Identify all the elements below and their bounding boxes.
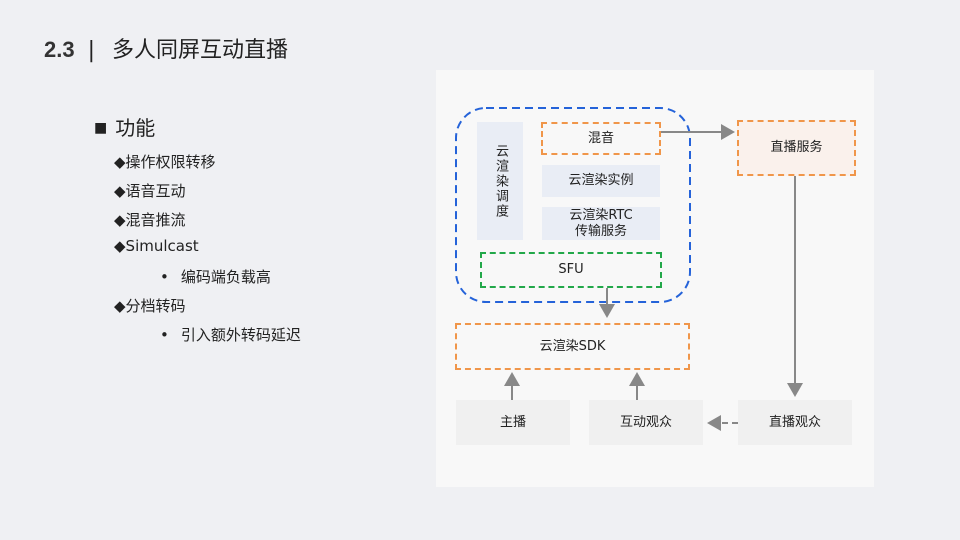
- list-item: ◆混音推流: [114, 211, 186, 229]
- cloud-instance-box: 云渲染实例: [542, 165, 660, 197]
- sub-list-item: •引入额外转码延迟: [160, 326, 301, 344]
- cloud-render-group: [455, 107, 691, 303]
- interactive-audience-box: 互动观众: [589, 400, 703, 445]
- outline-heading: ■功能: [94, 116, 156, 140]
- live-service-box: 直播服务: [737, 120, 856, 176]
- live-audience-box: 直播观众: [738, 400, 852, 445]
- title-text: 多人同屏互动直播: [112, 38, 289, 63]
- slide-title: 2.3 | 多人同屏互动直播: [44, 32, 288, 64]
- list-item: ◆分档转码: [114, 297, 186, 315]
- list-item: ◆操作权限转移: [114, 153, 216, 171]
- sdk-box: 云渲染SDK: [455, 323, 690, 370]
- section-number: 2.3: [44, 37, 75, 62]
- sfu-box: SFU: [480, 252, 662, 288]
- rtc-service-box: 云渲染RTC 传输服务: [542, 207, 660, 240]
- anchor-box: 主播: [456, 400, 570, 445]
- title-separator: |: [87, 38, 96, 63]
- list-item: ◆语音互动: [114, 182, 186, 200]
- cloud-scheduler-box: 云渲染调度: [477, 122, 523, 240]
- list-item: ◆Simulcast: [114, 237, 199, 255]
- square-bullet-icon: ■: [94, 120, 108, 136]
- sub-list-item: •编码端负载高: [160, 268, 271, 286]
- mixer-box: 混音: [541, 122, 661, 155]
